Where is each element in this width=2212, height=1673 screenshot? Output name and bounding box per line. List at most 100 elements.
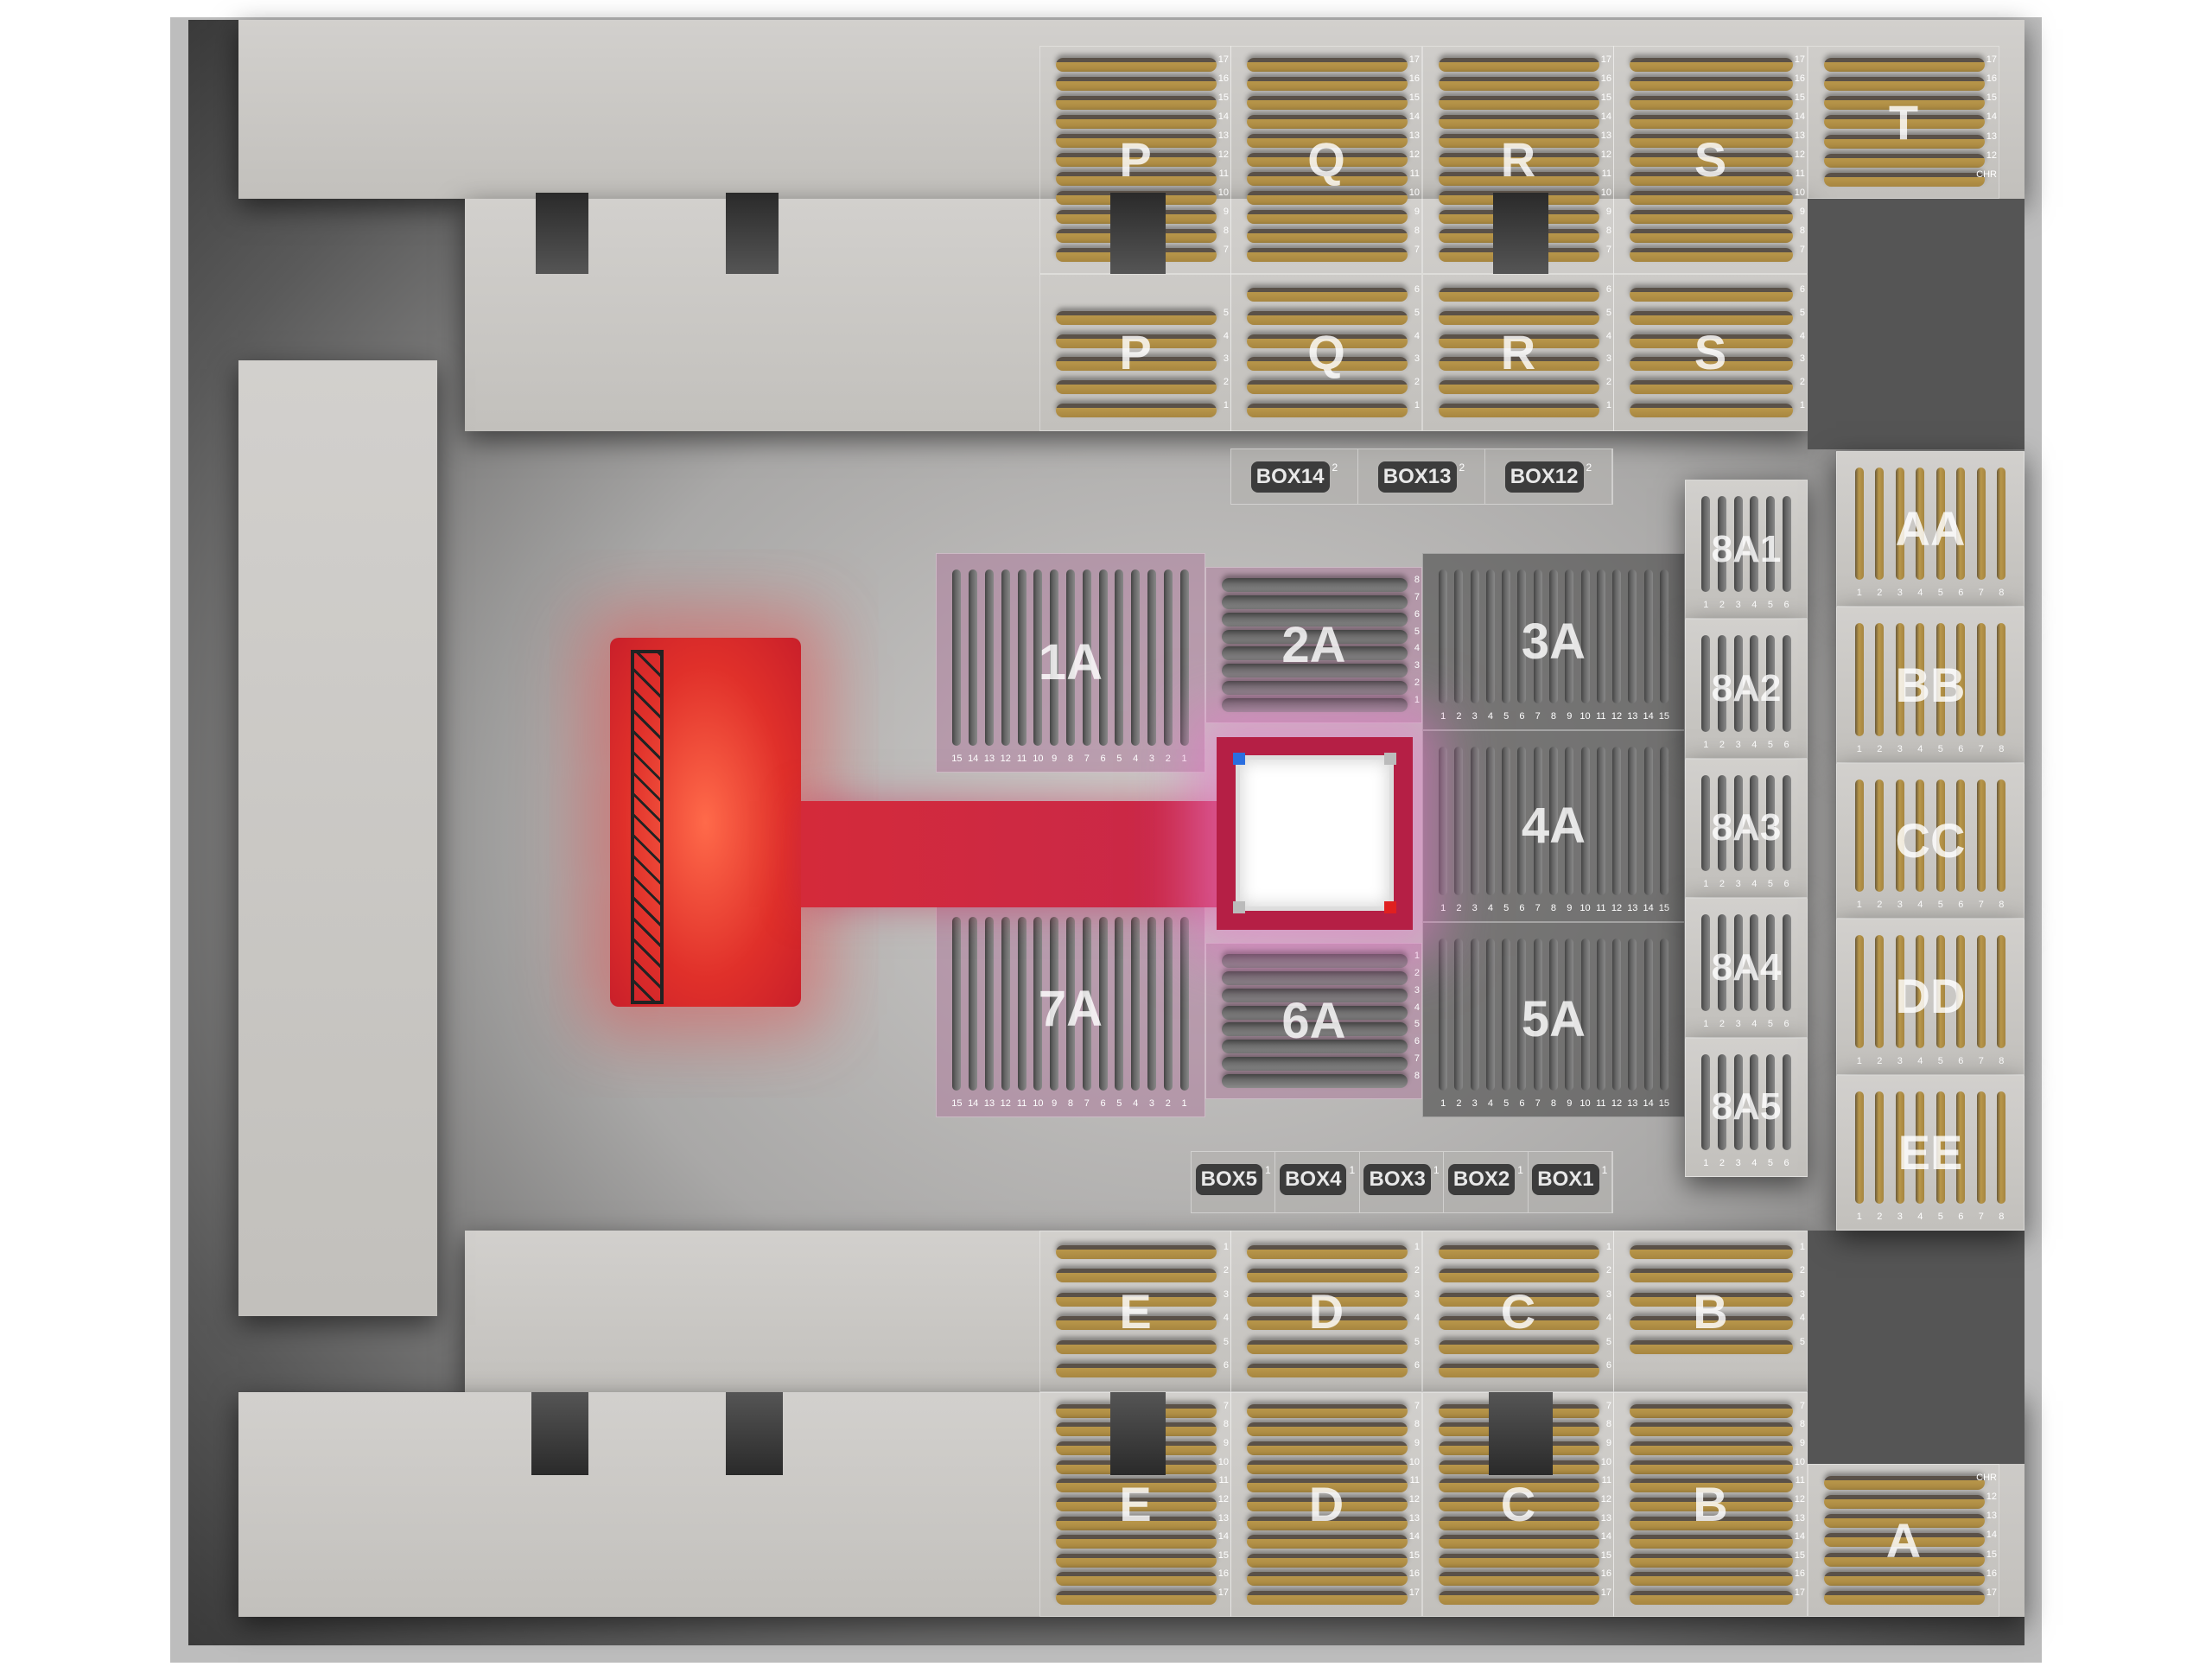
- seat-row[interactable]: 15: [1247, 1550, 1420, 1568]
- seat-row[interactable]: 6: [1517, 569, 1527, 722]
- seat-row[interactable]: 12: [1247, 1494, 1420, 1511]
- seat-row[interactable]: 7: [1222, 1053, 1420, 1072]
- seat-row[interactable]: 5: [1439, 1337, 1611, 1354]
- seat-row[interactable]: 5: [1247, 308, 1420, 325]
- seat-row[interactable]: 15: [1247, 92, 1420, 110]
- seat-row[interactable]: 1: [1701, 496, 1711, 610]
- seat-row[interactable]: 4: [1131, 917, 1141, 1109]
- seat-row[interactable]: 16: [1630, 1568, 1805, 1587]
- seat-row[interactable]: 13: [1439, 1513, 1611, 1530]
- seat-row[interactable]: 6: [1439, 1360, 1611, 1378]
- seat-row[interactable]: 2: [1717, 635, 1726, 750]
- seat-row[interactable]: CHR: [1824, 169, 1997, 187]
- seat-row[interactable]: 3: [1439, 1289, 1611, 1307]
- seat-row[interactable]: 4: [1916, 935, 1925, 1066]
- seat-row[interactable]: 7: [1222, 592, 1420, 609]
- seat-row[interactable]: 15: [1056, 92, 1229, 110]
- seat-row[interactable]: 11: [1017, 569, 1027, 764]
- seat-row[interactable]: 3: [1630, 1289, 1805, 1307]
- seat-row[interactable]: 5: [1222, 627, 1420, 644]
- seat-row[interactable]: 6: [1956, 468, 1966, 598]
- seat-row[interactable]: 2: [1875, 779, 1885, 910]
- seat-row[interactable]: 7: [1082, 917, 1091, 1109]
- seat-row[interactable]: 15: [1824, 1549, 1997, 1567]
- seat-row[interactable]: 16: [1439, 1568, 1611, 1587]
- seat-row[interactable]: 8: [1630, 226, 1805, 243]
- seat-row[interactable]: 13: [1627, 938, 1637, 1109]
- seat-row[interactable]: 11: [1056, 1475, 1229, 1493]
- seat-row[interactable]: 6: [1222, 609, 1420, 627]
- seat-row[interactable]: 15: [1439, 92, 1611, 110]
- seat-row[interactable]: 12: [1611, 569, 1622, 722]
- seat-row[interactable]: 13: [1247, 1513, 1420, 1530]
- seat-row[interactable]: 3: [1470, 569, 1479, 722]
- seat-row[interactable]: 2: [1717, 496, 1726, 610]
- seat-row[interactable]: 2: [1717, 1053, 1726, 1168]
- seat-row[interactable]: 6: [1630, 284, 1805, 302]
- seat-row[interactable]: 7: [1976, 935, 1986, 1066]
- seat-row[interactable]: 3: [1733, 635, 1743, 750]
- seat-row[interactable]: 11: [1017, 917, 1027, 1109]
- seat-row[interactable]: 5: [1115, 917, 1124, 1109]
- seat-row[interactable]: 5: [1630, 1337, 1805, 1354]
- seat-row[interactable]: 9: [1565, 938, 1574, 1109]
- seat-row[interactable]: 9: [1050, 569, 1059, 764]
- seat-row[interactable]: 4: [1222, 1002, 1420, 1020]
- seat-row[interactable]: 5: [1502, 569, 1511, 722]
- seat-row[interactable]: 1: [1701, 774, 1711, 889]
- seat-row[interactable]: 8: [1548, 747, 1558, 913]
- seat-row[interactable]: 8: [1247, 1419, 1420, 1437]
- seat-row[interactable]: 14: [1056, 111, 1229, 129]
- seat-row[interactable]: 4: [1056, 1313, 1229, 1331]
- seat-row[interactable]: 12: [1630, 149, 1805, 167]
- seat-row[interactable]: 17: [1247, 1587, 1420, 1606]
- seat-row[interactable]: 6: [1956, 779, 1966, 910]
- seat-row[interactable]: 10: [1247, 1457, 1420, 1474]
- seat-row[interactable]: 6: [1439, 284, 1611, 302]
- seat-row[interactable]: 2: [1875, 1091, 1885, 1222]
- seat-row[interactable]: 9: [1247, 207, 1420, 224]
- seat-row[interactable]: 6: [1517, 938, 1527, 1109]
- seat-row[interactable]: 12: [1630, 1494, 1805, 1511]
- seat-row[interactable]: 5: [1502, 938, 1511, 1109]
- seat-row[interactable]: 1: [1439, 747, 1448, 913]
- seat-row[interactable]: 14: [1630, 111, 1805, 129]
- seat-row[interactable]: 5: [1247, 1337, 1420, 1354]
- seat-row[interactable]: 1: [1056, 400, 1229, 417]
- seat-row[interactable]: 6: [1956, 1091, 1966, 1222]
- seat-row[interactable]: 14: [1439, 111, 1611, 129]
- seat-row[interactable]: 4: [1247, 1313, 1420, 1331]
- seat-row[interactable]: 5: [1936, 779, 1945, 910]
- seat-row[interactable]: 1: [1439, 938, 1448, 1109]
- seat-row[interactable]: 5: [1439, 308, 1611, 325]
- seat-row[interactable]: 9: [1247, 1438, 1420, 1456]
- seat-row[interactable]: 5: [1936, 623, 1945, 754]
- seat-row[interactable]: 5: [1056, 308, 1229, 325]
- seat-row[interactable]: 1: [1179, 917, 1189, 1109]
- seat-row[interactable]: 14: [1439, 1531, 1611, 1549]
- seat-row[interactable]: 6: [1247, 284, 1420, 302]
- seat-row[interactable]: 9: [1565, 747, 1574, 913]
- seat-row[interactable]: 8: [1222, 1071, 1420, 1089]
- seat-row[interactable]: 5: [1936, 935, 1945, 1066]
- seat-row[interactable]: 7: [1533, 747, 1542, 913]
- seat-row[interactable]: 16: [1824, 1568, 1997, 1586]
- seat-row[interactable]: 6: [1517, 747, 1527, 913]
- seat-row[interactable]: 10: [1247, 188, 1420, 205]
- seat-row[interactable]: 4: [1485, 938, 1495, 1109]
- seat-row[interactable]: 1: [1854, 779, 1864, 910]
- seat-row[interactable]: 6: [1782, 496, 1791, 610]
- seat-row[interactable]: 1: [1439, 1242, 1611, 1259]
- seat-row[interactable]: 1: [1701, 635, 1711, 750]
